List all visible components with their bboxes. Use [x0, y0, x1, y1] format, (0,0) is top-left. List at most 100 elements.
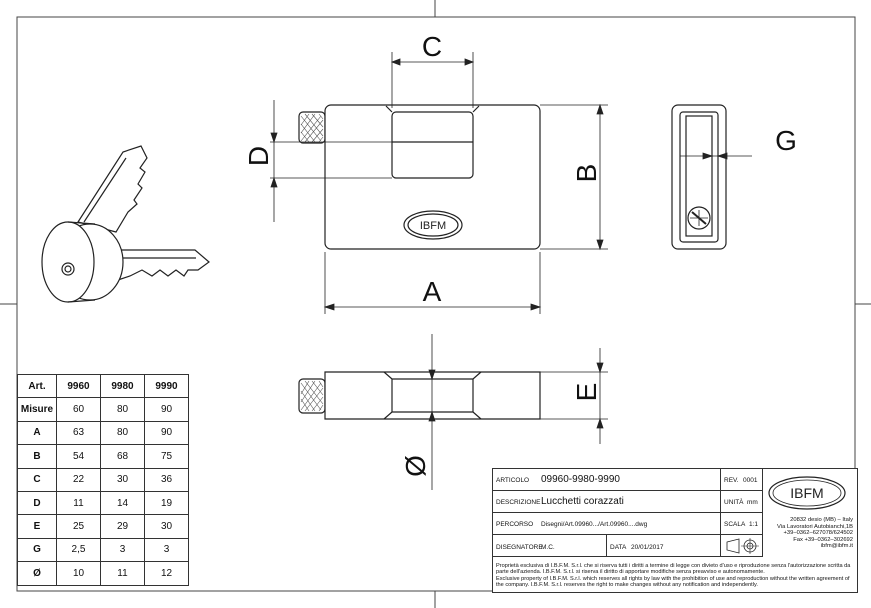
table-row: D 11 14 19 [17, 490, 189, 516]
dimension-diameter [392, 334, 470, 490]
company-address: 20832 desio (MB) – Italy Via Lavoratori … [763, 517, 853, 550]
table-cell: 11 [100, 561, 145, 586]
table-cell: 36 [144, 467, 189, 492]
table-row-label: G [17, 537, 57, 563]
dimension-d [270, 100, 392, 222]
rev-label: REV. [724, 477, 739, 484]
table-row: A 63 80 90 [17, 420, 189, 446]
table-cell: 19 [144, 490, 189, 516]
table-header-cell: 9980 [100, 373, 145, 399]
table-cell: 2,5 [56, 537, 101, 563]
label-e: E [571, 383, 602, 402]
label-a: A [423, 276, 442, 307]
table-cell: 10 [56, 561, 101, 586]
table-cell: 30 [100, 467, 145, 492]
data-cell: DATA 20/01/2017 [607, 535, 721, 557]
table-row: E 25 29 30 [17, 514, 189, 539]
legal-note-it: Proprietà esclusiva di I.B.F.M. S.r.l. c… [496, 563, 851, 576]
scala-label: SCALA [724, 521, 746, 528]
company-line: +39–0362–627078/624502 [783, 530, 853, 537]
table-cell: 22 [56, 467, 101, 492]
data-value: 20/01/2017 [631, 544, 664, 551]
legal-notes: Proprietà esclusiva di I.B.F.M. S.r.l. c… [496, 563, 854, 589]
key-illustration [41, 145, 210, 303]
title-block: ARTICOLO 09960-9980-9990 REV. 0001 DESCR… [492, 468, 858, 593]
company-logo: IBFM [768, 476, 846, 510]
dimension-c [390, 52, 475, 108]
disegnatore-cell: DISEGNATORE M.C. [493, 535, 607, 557]
table-cell: 29 [100, 514, 145, 539]
table-cell: 68 [100, 444, 145, 469]
table-cell: 90 [144, 397, 189, 422]
label-d: D [243, 146, 274, 166]
table-cell: 14 [100, 490, 145, 516]
table-header-cell: Art. [17, 373, 57, 399]
table-row-label: C [17, 467, 57, 492]
table-cell: 3 [144, 537, 189, 563]
unita-label: UNITÀ [724, 499, 744, 506]
scala-value: 1:1 [749, 521, 759, 528]
padlock-front-view [298, 104, 541, 250]
padlock-side-view [671, 104, 727, 250]
table-cell: 90 [144, 420, 189, 446]
table-row: B 54 68 75 [17, 444, 189, 469]
table-row: Misure 60 80 90 [17, 397, 189, 422]
table-cell: 3 [100, 537, 145, 563]
padlock-logo: IBFM [420, 220, 446, 232]
dimension-e [540, 348, 608, 444]
table-row-label: B [17, 444, 57, 469]
table-row-label: Misure [17, 397, 57, 422]
label-g: G [775, 125, 797, 156]
label-b: B [571, 164, 602, 183]
table-cell: 63 [56, 420, 101, 446]
table-header-row: Art. 9960 9980 9990 [17, 373, 189, 399]
table-row-label: D [17, 490, 57, 516]
data-label: DATA [610, 544, 627, 551]
descrizione-value: Lucchetti corazzati [541, 496, 624, 507]
table-cell: 80 [100, 420, 145, 446]
projection-symbol-icon [726, 538, 759, 554]
table-cell: 75 [144, 444, 189, 469]
label-c: C [422, 31, 442, 62]
label-diameter: Ø [400, 455, 431, 477]
company-line: Via Lavoratori Autobianchi,1B [777, 523, 853, 530]
table-cell: 25 [56, 514, 101, 539]
percorso-label: PERCORSO [496, 521, 534, 528]
company-logo-text: IBFM [790, 485, 823, 501]
projection-symbol-cell [721, 535, 763, 557]
table-cell: 30 [144, 514, 189, 539]
table-cell: 12 [144, 561, 189, 586]
articolo-label: ARTICOLO [496, 477, 530, 484]
table-cell: 11 [56, 490, 101, 516]
percorso-cell: PERCORSO Disegni/Art.09960.../Art.09960.… [493, 513, 721, 535]
percorso-value: Disegni/Art.09960.../Art.09960....dwg [541, 521, 648, 528]
unita-cell: UNITÀ mm [721, 491, 763, 513]
rev-cell: REV. 0001 [721, 469, 763, 491]
table-row-label: E [17, 514, 57, 539]
disegnatore-value: M.C. [541, 544, 555, 551]
company-line: Fax +39–0362–302692 [793, 536, 853, 543]
table-row: Ø 10 11 12 [17, 561, 189, 586]
company-line: ibfm@ibfm.it [820, 543, 853, 550]
table-cell: 60 [56, 397, 101, 422]
table-row-label: A [17, 420, 57, 446]
table-row: G 2,5 3 3 [17, 537, 189, 563]
table-cell: 54 [56, 444, 101, 469]
descrizione-label: DESCRIZIONE [496, 499, 541, 506]
articolo-cell: ARTICOLO 09960-9980-9990 [493, 469, 721, 491]
descrizione-cell: DESCRIZIONE Lucchetti corazzati [493, 491, 721, 513]
rev-value: 0001 [743, 477, 758, 484]
table-row-label: Ø [17, 561, 57, 586]
scala-cell: SCALA 1:1 [721, 513, 763, 535]
disegnatore-label: DISEGNATORE [496, 544, 543, 551]
dimension-g [680, 152, 752, 160]
dimension-a [323, 252, 542, 314]
padlock-top-view [298, 371, 541, 420]
table-cell: 80 [100, 397, 145, 422]
dimension-b [540, 103, 608, 251]
table-header-cell: 9960 [56, 373, 101, 399]
table-row: C 22 30 36 [17, 467, 189, 492]
dimensions-table: Art. 9960 9980 9990 Misure 60 80 90 A 63… [17, 373, 189, 586]
company-line: 20832 desio (MB) – Italy [790, 517, 853, 523]
